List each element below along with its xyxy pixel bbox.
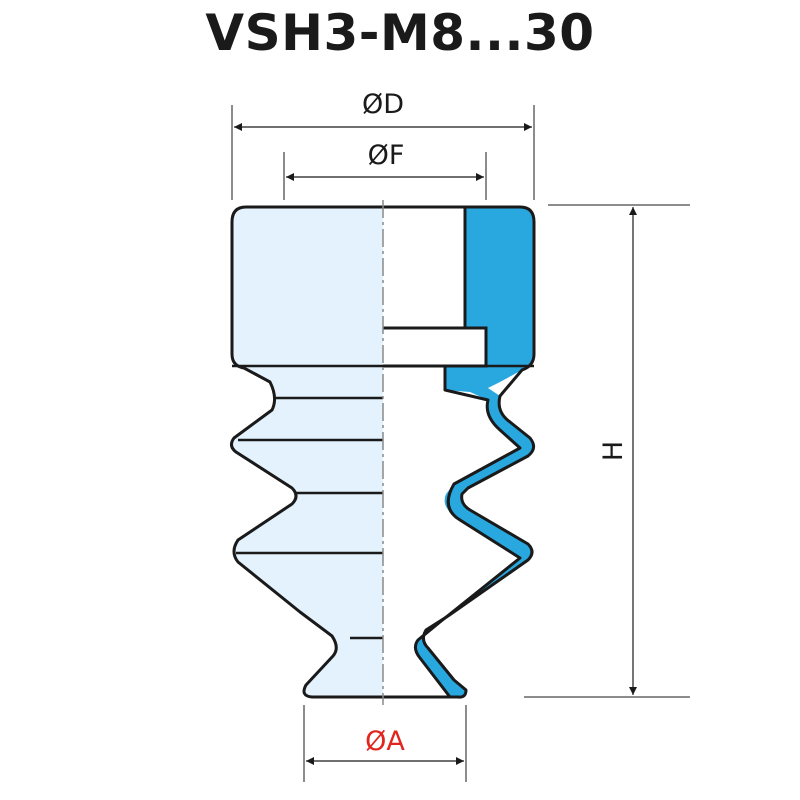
bellows-fold-lines <box>236 396 383 640</box>
dimension-a-label: ØA <box>365 726 405 757</box>
inner-contour <box>413 207 522 698</box>
dimension-f: ØF <box>283 140 487 200</box>
part-outline <box>229 205 536 699</box>
bellows-wall-section <box>415 366 534 698</box>
bore-step <box>383 326 488 368</box>
page-title: VSH3-M8...30 <box>205 4 595 62</box>
dimension-d: ØD <box>231 89 535 200</box>
dimension-h: H <box>524 204 690 698</box>
dimension-a: ØA <box>303 705 467 782</box>
left-body-fill <box>231 207 383 697</box>
dimension-f-label: ØF <box>368 140 405 171</box>
right-half-section <box>415 207 534 698</box>
dimension-d-label: ØD <box>362 89 404 120</box>
dimension-h-label: H <box>598 441 629 461</box>
left-half-view <box>231 207 383 697</box>
upper-wall-section <box>465 207 534 388</box>
